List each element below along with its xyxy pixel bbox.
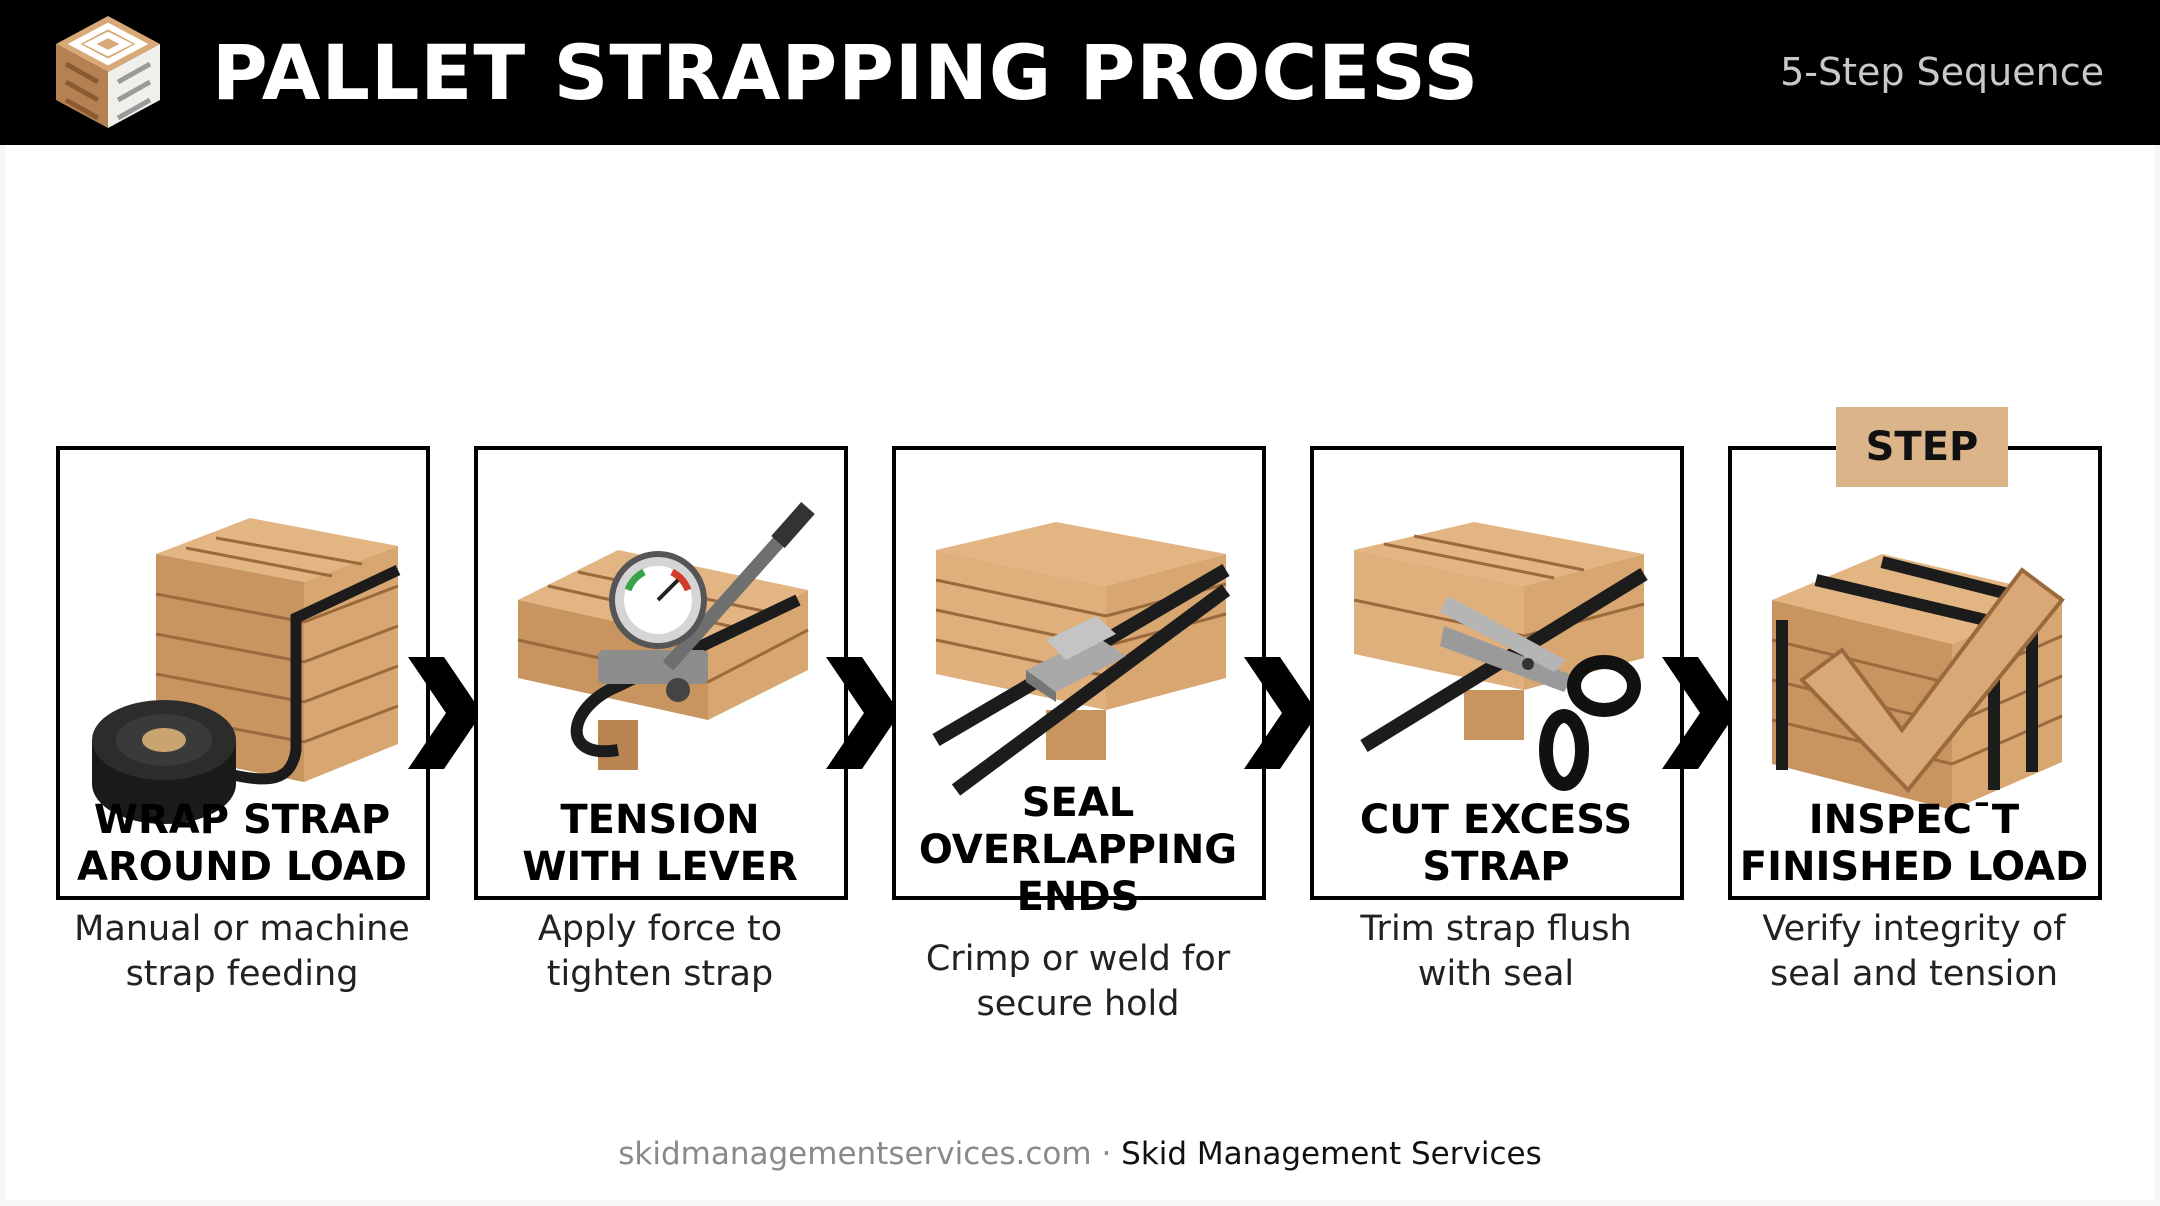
header-bar: PALLET STRAPPING PROCESS 5-Step Sequence xyxy=(0,0,2160,145)
step-2-description: Apply force to tighten strap xyxy=(537,909,783,994)
footer-company: Skid Management Services xyxy=(1121,1136,1542,1172)
seal-clip-icon xyxy=(1026,616,1126,702)
step-1-caption: WRAP STRAP AROUND LOAD Manual or machine… xyxy=(22,797,462,997)
footer: skidmanagementservices.com · Skid Manage… xyxy=(0,1136,2160,1172)
pallet-logo-icon xyxy=(56,16,160,128)
tensioner-tool-icon xyxy=(598,502,815,702)
footer-separator: · xyxy=(1101,1136,1112,1172)
step-5-title: INSPECˉT FINISHED LOAD xyxy=(1739,797,2089,890)
arrow-4-icon xyxy=(1662,657,1736,769)
arrow-3-icon xyxy=(1244,657,1318,769)
strap-roll-icon xyxy=(92,700,236,824)
pallet-icon xyxy=(935,522,1227,760)
step-1-title: WRAP STRAP AROUND LOAD xyxy=(77,797,407,890)
step-1-illustration xyxy=(56,446,430,900)
step-5-caption: INSPECˉT FINISHED LOAD Verify integrity … xyxy=(1694,797,2134,997)
footer-website: skidmanagementservices.com xyxy=(618,1136,1092,1172)
step-3-description: Crimp or weld for secure hold xyxy=(925,939,1231,1024)
step-2-title: TENSION WITH LEVER xyxy=(522,797,798,890)
step-2-caption: TENSION WITH LEVER Apply force to tighte… xyxy=(440,797,880,997)
page-title: PALLET STRAPPING PROCESS xyxy=(212,28,1480,117)
step-4-title: CUT EXCESS STRAP xyxy=(1359,797,1633,890)
arrow-2-icon xyxy=(826,657,900,769)
scissors-icon xyxy=(1440,596,1641,791)
arrow-1-icon xyxy=(408,657,482,769)
step-badge: STEP xyxy=(1836,407,2008,487)
checkmark-icon xyxy=(1798,567,2065,794)
step-3-caption: SEAL OVERLAPPING ENDS Crimp or weld for … xyxy=(858,780,1298,1027)
step-4-description: Trim strap flush with seal xyxy=(1360,909,1632,994)
step-1-description: Manual or machine strap feeding xyxy=(74,909,410,994)
step-2-illustration xyxy=(474,446,848,900)
step-5-description: Verify integrity of seal and tension xyxy=(1762,909,2066,994)
process-canvas: STEP WRAP STRAP AROUND LOAD Manual or ma… xyxy=(6,145,2154,1200)
step-3-title: SEAL OVERLAPPING ENDS xyxy=(918,780,1238,920)
step-4-caption: CUT EXCESS STRAP Trim strap flush with s… xyxy=(1276,797,1716,997)
step-4-illustration xyxy=(1310,446,1684,900)
page-subtitle: 5-Step Sequence xyxy=(1780,50,2104,94)
step-3-illustration xyxy=(892,446,1266,900)
step-5-illustration xyxy=(1728,446,2102,900)
